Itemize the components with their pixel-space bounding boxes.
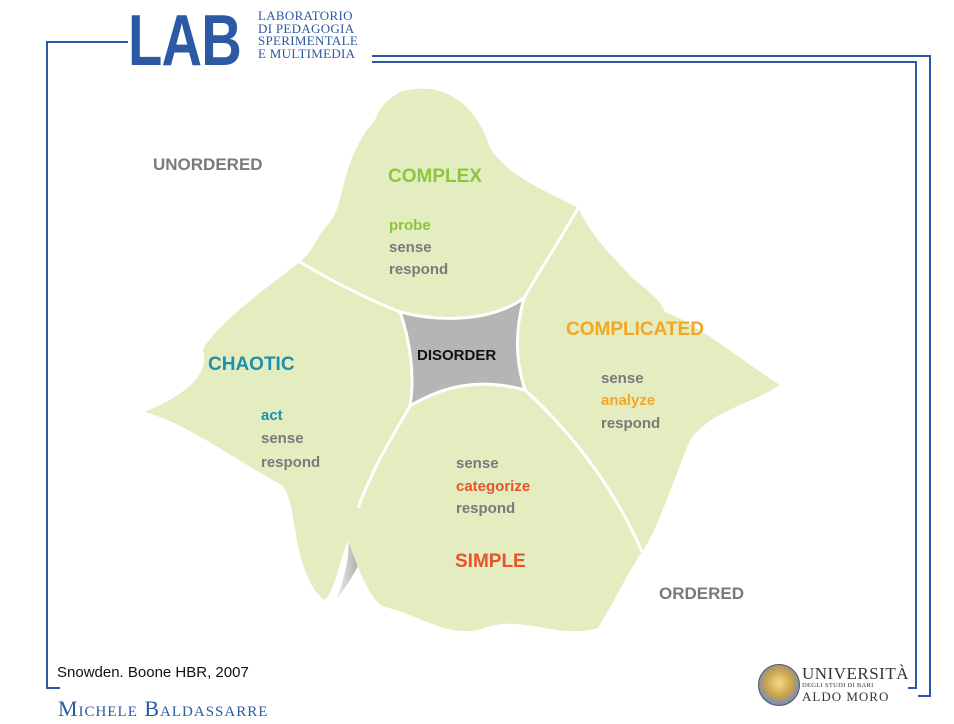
author-name: Michele Baldassarre [58,696,269,721]
university-line: UNIVERSITÀ [802,664,909,683]
university-seal-icon [758,664,800,706]
complicated-step: sense [601,370,644,387]
disorder-region [397,294,528,409]
complicated-step: analyze [601,392,655,409]
citation: Snowden. Boone HBR, 2007 [57,664,249,681]
lab-logo-wordmark: LAB [128,1,242,81]
complex-step: probe [389,217,431,234]
ordered-label: ORDERED [659,584,744,603]
complex-title: COMPLEX [388,166,482,187]
complicated-step: respond [601,415,660,432]
university-line: ALDO MORO [802,689,890,704]
simple-step: respond [456,500,515,517]
chaotic-step: act [261,407,283,424]
lab-caption-line: E MULTIMEDIA [258,45,356,61]
lab-caption-line: SPERIMENTALE [258,33,359,48]
university-logo: UNIVERSITÀ DEGLI STUDI DI BARI ALDO MORO [758,664,918,708]
complex-step: respond [389,261,448,278]
lab-logo-caption: LABORATORIO DI PEDAGOGIA SPERIMENTALE E … [258,8,359,61]
simple-step: categorize [456,478,530,495]
university-line: DEGLI STUDI DI BARI [802,682,874,689]
chaotic-title: CHAOTIC [208,354,295,375]
university-name: UNIVERSITÀ DEGLI STUDI DI BARI ALDO MORO [802,665,909,703]
simple-step: sense [456,455,499,472]
complex-step: sense [389,239,432,256]
complicated-title: COMPLICATED [566,319,704,340]
lab-caption-line: DI PEDAGOGIA [258,20,355,36]
disorder-label: DISORDER [417,347,496,364]
simple-title: SIMPLE [455,551,526,572]
lab-caption-line: LABORATORIO [258,8,353,23]
chaotic-step: sense [261,430,304,447]
unordered-label: UNORDERED [153,155,263,174]
chaotic-step: respond [261,454,320,471]
